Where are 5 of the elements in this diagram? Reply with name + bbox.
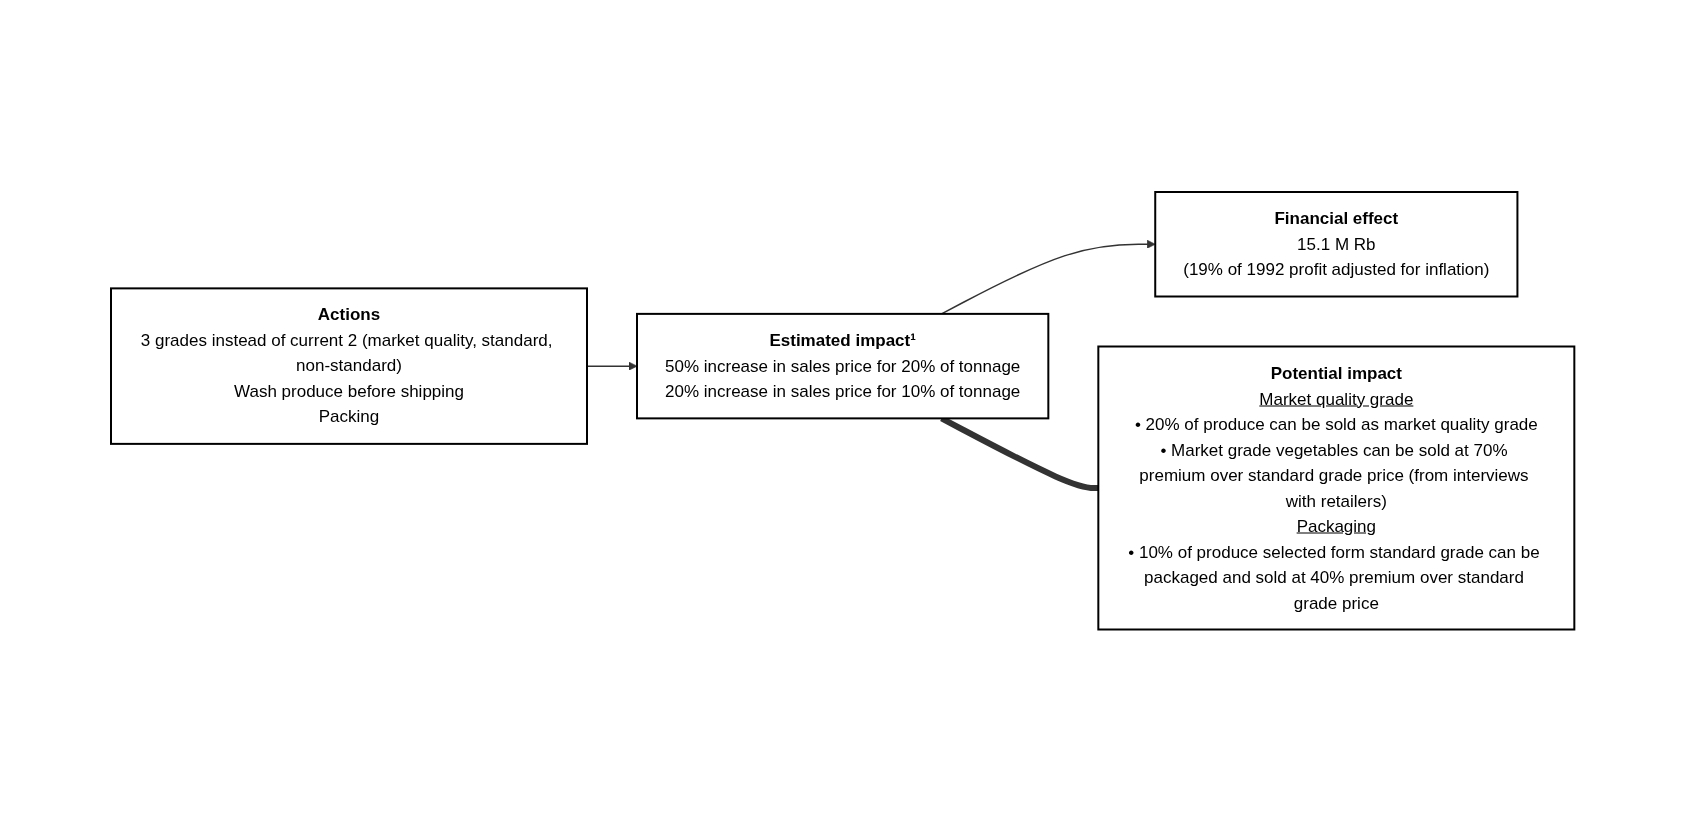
node-box: Potential impact Market quality grade • 20% of produce can be sold as market quality grade • Market grade vegetables can be sold at 70% premium over standard grade price (from interviews with retailers) Packaging • 10% of produce selected form standard grade can be packaged and sold at 40% premium over standard grade price — [1097, 345, 1576, 631]
node-box: Actions 3 grades instead of current 2 (market quality, standard, non-standard) Wash produce before shipping Packing — [109, 287, 588, 445]
node-box: Financial effect 15.1 M Rb (19% of 1992 profit adjusted for inflation) — [1154, 190, 1519, 298]
node-box: Estimated impact¹ 50% increase in sales price for 20% of tonnage 20% increase in sales price for 10% of tonnage — [635, 312, 1050, 420]
arrow — [940, 239, 1156, 315]
